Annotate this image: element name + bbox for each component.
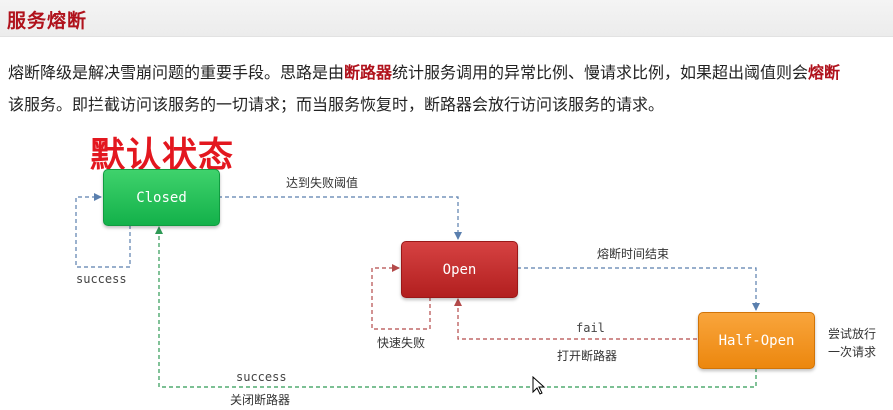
edge-half-to-open [454, 298, 697, 340]
edge-closed-to-open [218, 196, 462, 240]
label-closed-to-open: 达到失败阈值 [286, 176, 359, 190]
state-half-open: Half-Open [698, 312, 815, 369]
mouse-cursor-icon [532, 376, 546, 395]
intro-line-1: 熔断降级是解决雪崩问题的重要手段。思路是由断路器统计服务调用的异常比例、慢请求比… [8, 59, 893, 83]
label-open-fast-fail: 快速失败 [377, 336, 426, 350]
edge-half-to-closed [155, 226, 757, 388]
edge-open-to-half [517, 267, 760, 311]
label-closed-success: success [76, 272, 127, 286]
intro-text: 熔断降级是解决雪崩问题的重要手段。思路是由 [8, 63, 345, 82]
highlight-circuit-breaker: 断路器 [344, 63, 393, 82]
page-title: 服务熔断 [7, 10, 88, 32]
label-half-try-1: 尝试放行 [828, 327, 877, 341]
label-open-to-half: 熔断时间结束 [597, 247, 670, 261]
header-bar: 服务熔断 [0, 0, 893, 37]
label-half-close-breaker: 关闭断路器 [230, 393, 291, 407]
intro-line-2: 该服务。即拦截访问该服务的一切请求；而当服务恢复时，断路器会放行访问该服务的请求… [8, 95, 665, 114]
intro-text: 统计服务调用的异常比例、慢请求比例，如果超出阈值则会 [392, 63, 809, 82]
label-half-try-2: 一次请求 [828, 345, 877, 359]
label-half-success: success [236, 370, 287, 384]
edge-closed-self [75, 193, 131, 268]
label-half-open-breaker: 打开断路器 [557, 349, 618, 363]
state-open: Open [401, 241, 518, 298]
state-closed: Closed [103, 169, 220, 226]
highlight-fuse: 熔断 [808, 63, 841, 82]
label-half-fail: fail [576, 321, 605, 335]
edge-open-self [371, 264, 431, 330]
